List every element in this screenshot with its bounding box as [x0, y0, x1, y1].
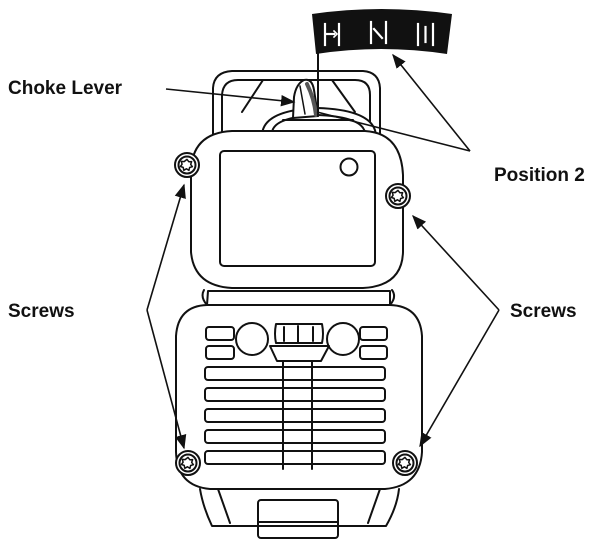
position-2-leader-a	[316, 111, 471, 152]
upper-housing	[212, 70, 381, 139]
choke-position-2-icon	[369, 20, 388, 45]
indicator-hole	[339, 157, 359, 177]
choke-position-1-icon	[323, 22, 341, 47]
screw-bottom-right	[392, 450, 418, 476]
screws-left-arrow-top	[146, 183, 186, 311]
callout-arrows	[146, 53, 500, 450]
choke-lever-label: Choke Lever	[8, 78, 123, 99]
screws-left-label: Screws	[8, 301, 75, 322]
choke-position-3-icon	[416, 22, 435, 47]
screws-right-arrow-bottom	[419, 309, 500, 448]
screw-bottom-left	[175, 450, 201, 476]
screws-left-arrow-bottom	[146, 309, 187, 450]
vent-grille	[204, 322, 388, 470]
latch-tab	[257, 499, 339, 539]
position-2-label: Position 2	[494, 165, 585, 186]
choke-lever[interactable]	[292, 42, 319, 119]
choke-lever-arrow	[165, 88, 296, 107]
screws-right-label: Screws	[510, 301, 577, 322]
filter-cover	[189, 130, 404, 289]
choke-position-decal	[312, 9, 452, 54]
lower-housing	[175, 289, 423, 539]
screws-right-arrow-top	[412, 214, 500, 311]
screw-top-left	[174, 152, 200, 178]
screw-top-right	[385, 183, 411, 209]
position-2-leader-b	[392, 53, 471, 152]
